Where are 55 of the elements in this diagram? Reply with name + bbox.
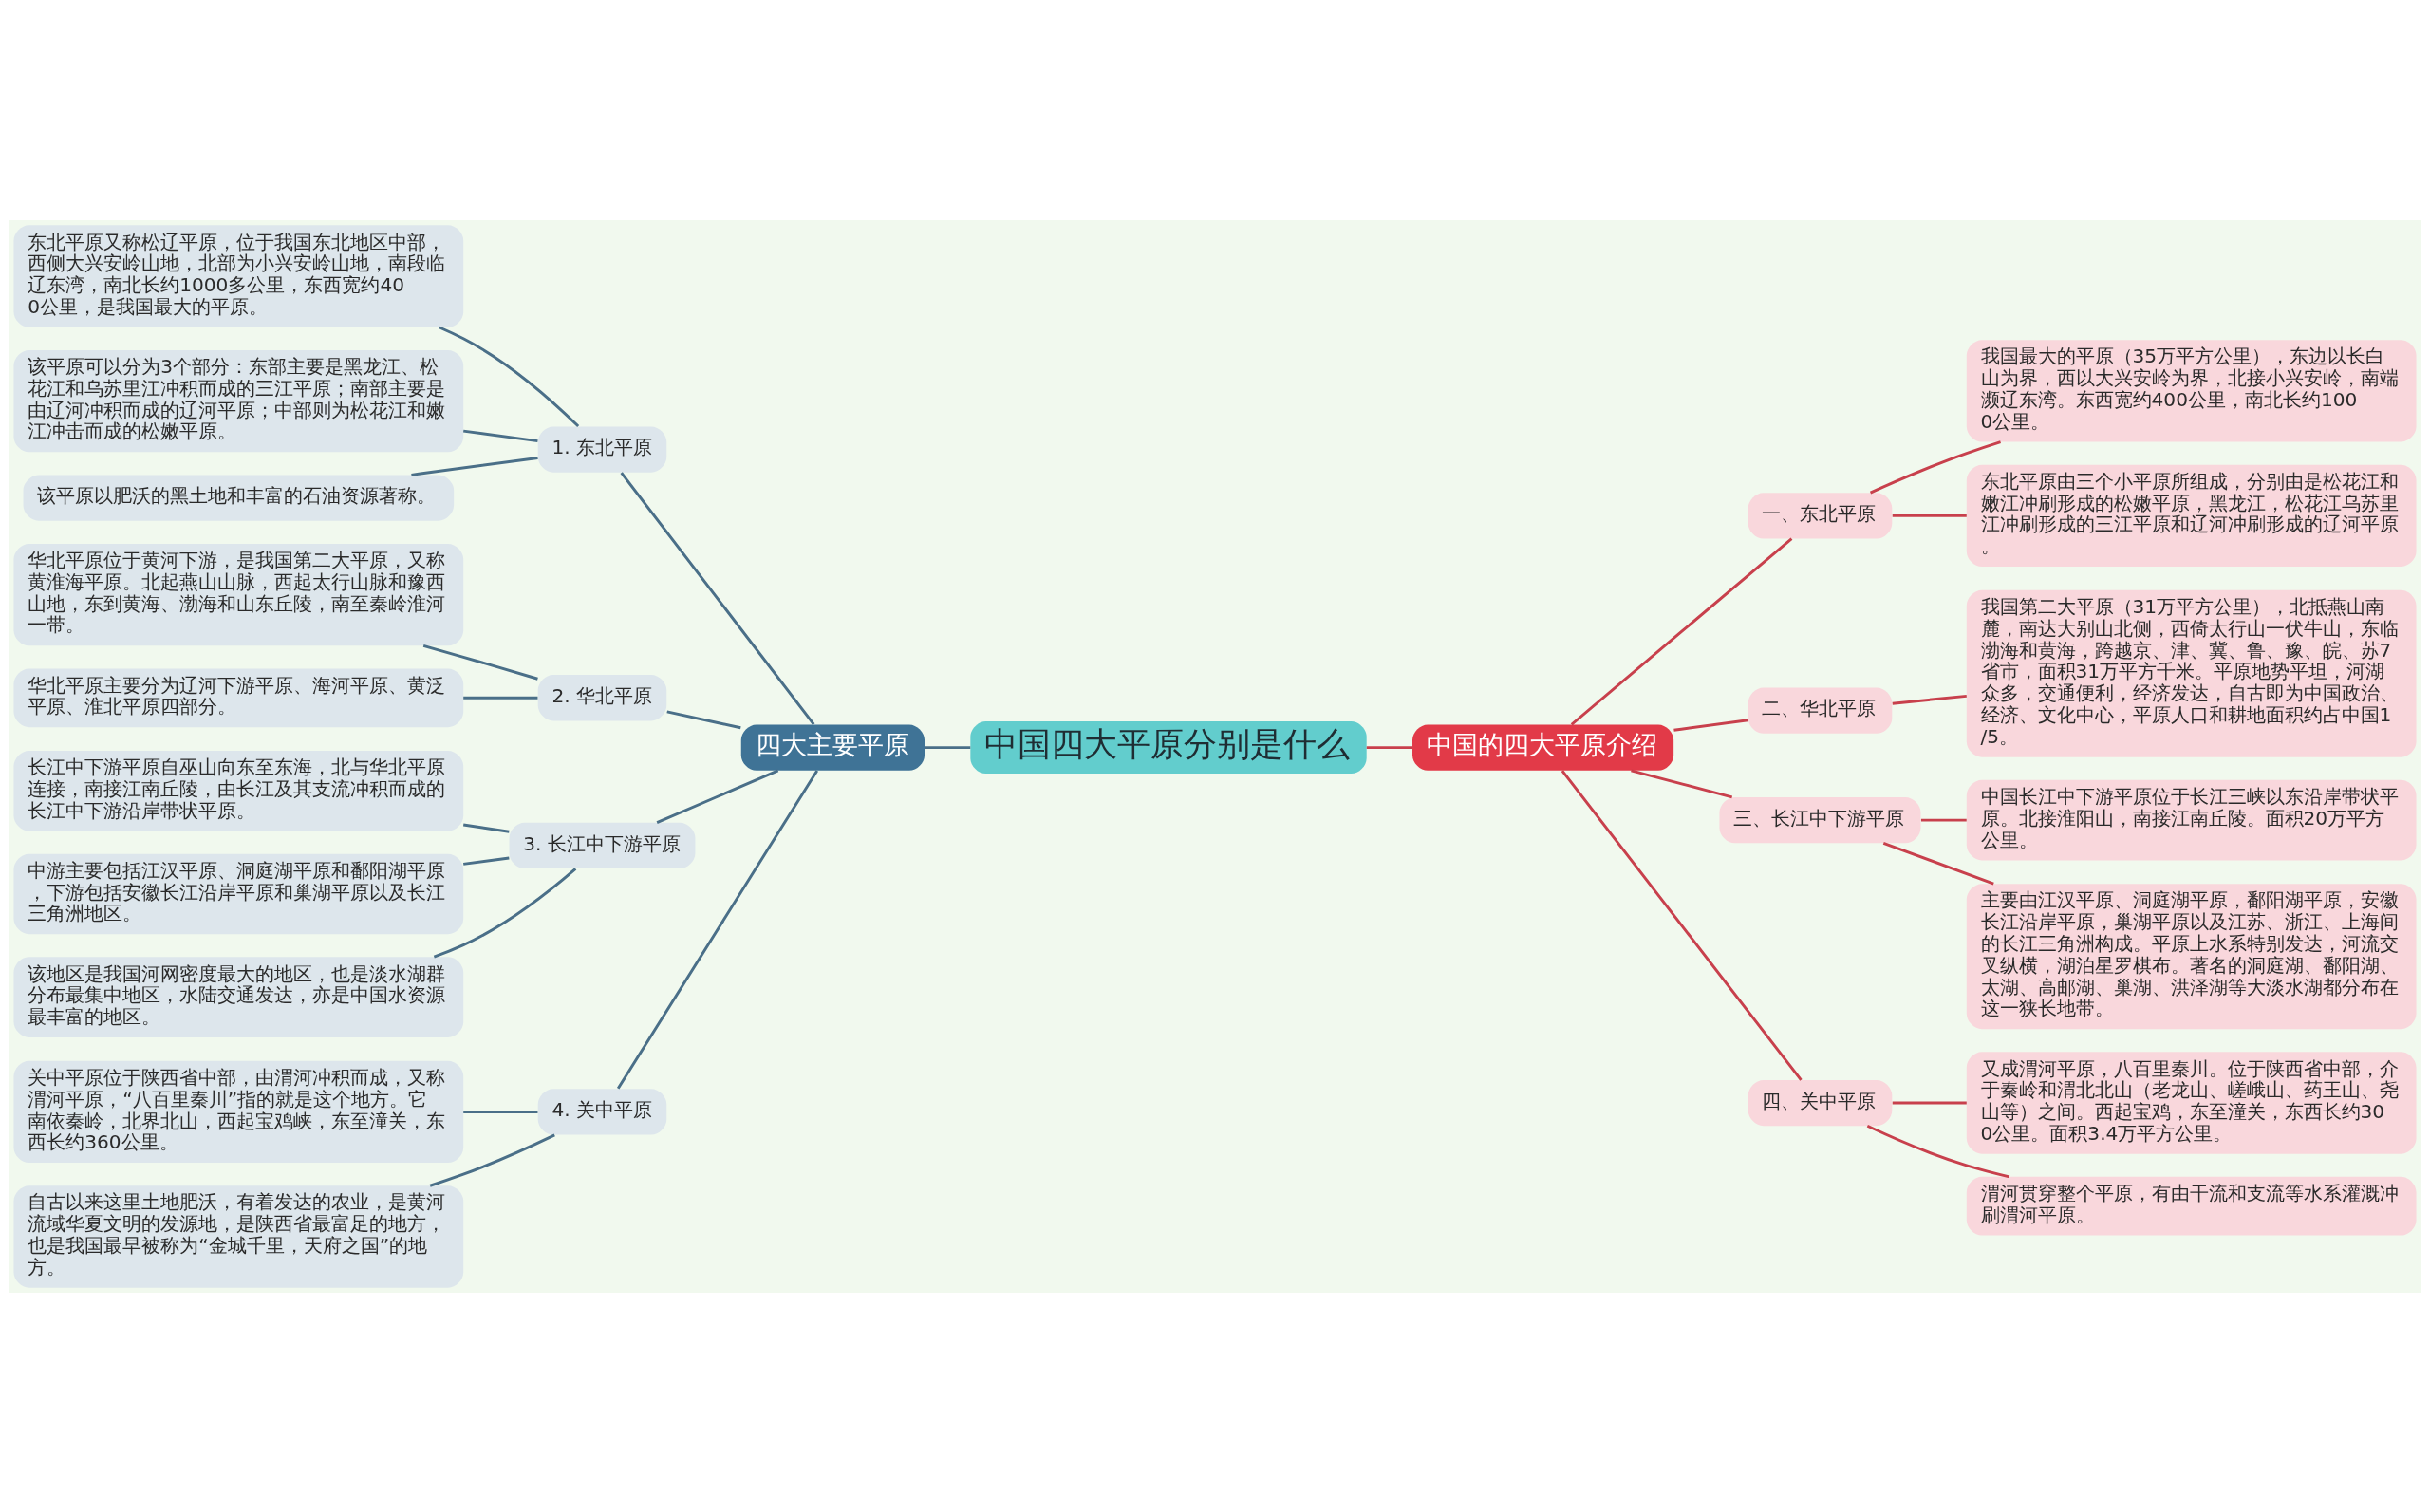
node-box: 关中平原位于陕西省中部，由渭河冲积而成，又称渭河平原，“八百里秦川”指的就是这个地方。它南依秦岭，北界北山，西起宝鸡峡，东至潼关，东西长约360公里。 [13,1060,464,1163]
node-box: 中游主要包括江汉平原、洞庭湖平原和鄱阳湖平原，下游包括安徽长江沿岸平原和巢湖平原以及长江三角洲地区。 [13,853,464,934]
node-box: 华北平原主要分为辽河下游平原、海河平原、黄泛平原、淮北平原四部分。 [13,667,464,727]
node-box: 渭河贯穿整个平原，有由干流和支流等水系灌溉冲刷渭河平原。 [1966,1176,2417,1236]
node-box: 4. 关中平原 [537,1088,667,1135]
node-box: 3. 长江中下游平原 [509,822,696,868]
node-box: 东北平原由三个小平原所组成，分别由是松花江和嫩江冲刷形成的松嫩平原，黑龙江，松花江乌苏里江冲刷形成的三江平原和辽河冲刷形成的辽河平原。 [1966,464,2417,567]
connector [1673,718,1748,732]
connector [463,429,538,442]
connector [1561,769,1803,1081]
connector [656,769,779,824]
connector [1882,841,1994,886]
node-box: 1. 东北平原 [537,425,667,473]
node-box: 主要由江汉平原、洞庭湖平原，鄱阳湖平原，安徽长江沿岸平原，巢湖平原以及江苏、浙江、上海间的长江三角洲构成。平原上水系特别发达，河流交叉纵横，湖泊星罗棋布。著名的洞庭湖、鄱阳湖、太湖、高邮湖、巢湖、洪泽湖等大淡水湖都分布在这一狭长地带。 [1966,883,2417,1029]
node-box: 我国第二大平原（31万平方公里），北抵燕山南麓，南达大别山北侧，西倚太行山一伏牛山，东临渤海和黄海，跨越京、津、冀、鲁、豫、皖、苏7省市，面积31万平方千米。平原地势平坦，河湖众多，交通便利，经济发达，自古即为中国政治、经济、文化中心，平原人口和耕地面积约占中国1/5。 [1966,589,2417,757]
connector [620,471,815,725]
connector [666,709,741,729]
connector [433,867,577,959]
node-box: 中国四大平原分别是什么 [970,720,1367,774]
connector [1892,1101,1967,1104]
node-box: 四、关中平原 [1748,1079,1893,1126]
connector [925,745,971,749]
node-box: 中国的四大平原介绍 [1412,723,1674,771]
connector [429,1133,555,1187]
connector [1866,1124,2010,1178]
connector [616,769,819,1090]
node-box: 四大主要平原 [740,723,925,771]
node-box: 一、东北平原 [1748,492,1893,538]
node-box: 2. 华北平原 [537,674,667,720]
connector [1631,768,1733,798]
connector [1920,818,1967,822]
node-box: 自古以来这里土地肥沃，有着发达的农业，是黄河流域华夏文明的发源地，是陕西省最富足的地方，也是我国最早被称为“金城千里，天府之国”的地方。 [13,1185,464,1288]
connector [1366,745,1412,749]
connector [463,1110,538,1113]
node-box: 该平原可以分为3个部分：东部主要是黑龙江、松花江和乌苏里江冲积而成的三江平原；南部主要是由辽河冲积而成的辽河平原；中部则为松花江和嫩江冲击而成的松嫩平原。 [13,349,464,452]
node-box: 我国最大的平原（35万平方公里），东边以长白山为界，西以大兴安岭为界，北接小兴安岭，南端濒辽东湾。东西宽约400公里，南北长约1000公里。 [1966,339,2417,441]
connector [463,696,538,700]
connector [422,644,538,681]
connector [1892,513,1967,517]
connector [1892,694,1967,705]
node-box: 长江中下游平原自巫山向东至东海，北与华北平原连接，南接江南丘陵，由长江及其支流冲积而成的长江中下游沿岸带状平原。 [13,750,464,831]
connector [439,326,580,427]
connector [1570,536,1793,725]
node-box: 该地区是我国河网密度最大的地区，也是淡水湖群分布最集中地区，水陆交通发达，亦是中国水资源最丰富的地区。 [13,956,464,1037]
node-box: 又成渭河平原，八百里秦川。位于陕西省中部，介于秦岭和渭北北山（老龙山、嵯峨山、药王山、尧山等）之间。西起宝鸡，东至潼关，东西长约300公里。面积3.4万平方公里。 [1966,1051,2417,1154]
node-box: 三、长江中下游平原 [1719,796,1921,843]
node-box: 华北平原位于黄河下游，是我国第二大平原，又称黄淮海平原。北起燕山山脉，西起太行山脉和豫西山地，东到黄海、渤海和山东丘陵，南至秦岭淮河一带。 [13,543,464,645]
node-box: 该平原以肥沃的黑土地和丰富的石油资源著称。 [23,474,455,521]
node-box: 中国长江中下游平原位于长江三峡以东沿岸带状平原。北接淮阳山，南接江南丘陵。面积20万平方公里。 [1966,779,2417,860]
connector [411,456,538,476]
connector [463,855,510,866]
connector [1869,439,2002,494]
node-box: 东北平原又称松辽平原，位于我国东北地区中部，西侧大兴安岭山地，北部为小兴安岭山地，南段临辽东湾，南北长约1000多公里，东西宽约400公里，是我国最大的平原。 [13,224,464,327]
connector [463,823,510,833]
node-box: 二、华北平原 [1748,687,1893,734]
